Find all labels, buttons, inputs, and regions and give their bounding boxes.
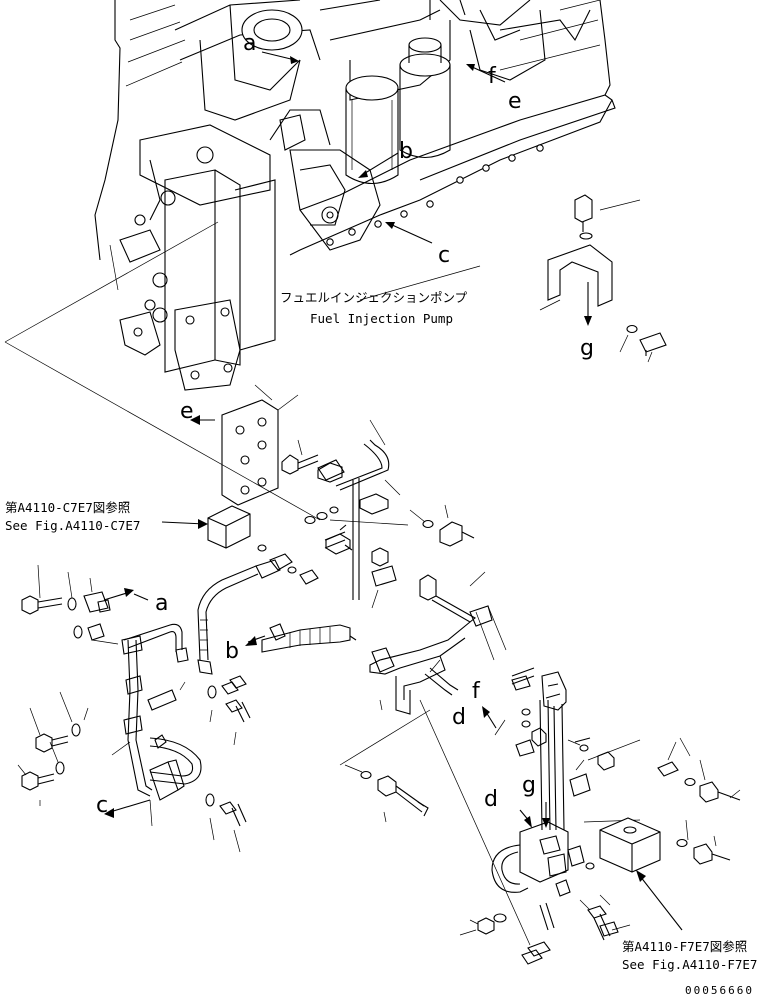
reference-block-upper: [161, 505, 251, 549]
callout-g-low: g: [522, 773, 536, 798]
title-jp: フュエルインジェクションポンプ: [280, 290, 468, 305]
callout-g-top: g: [580, 336, 594, 361]
ref-lower-en: See Fig.A4110-F7E7: [622, 957, 757, 972]
callout-d-mid: d: [452, 705, 466, 730]
callout-a-top: a: [243, 31, 256, 56]
right-clips: [511, 667, 741, 865]
d-bracket-assembly: d: [369, 571, 507, 730]
center-fasteners: [257, 439, 475, 609]
callout-c-top: c: [438, 243, 450, 268]
valve-assembly: f d g: [459, 671, 631, 965]
callout-f-mid: f: [472, 679, 481, 704]
title-en: Fuel Injection Pump: [310, 311, 453, 326]
ref-upper-en: See Fig.A4110-C7E7: [5, 518, 140, 533]
fuel-filter-1: [345, 75, 399, 185]
callout-c-mid: c: [96, 793, 108, 818]
callout-b-top: b: [399, 139, 413, 164]
left-tube-assembly: [91, 623, 202, 801]
fuel-tube-long: [317, 419, 390, 600]
callout-e-mid: e: [180, 399, 194, 424]
callout-b-mid: b: [225, 639, 239, 664]
ref-upper-jp: 第A4110-C7E7図参照: [5, 500, 130, 515]
front-bracket: [109, 124, 276, 391]
callout-f-top: f: [488, 64, 497, 89]
drawing-number: 00056660: [685, 984, 754, 997]
callout-a-mid: a: [155, 591, 168, 616]
bracket-assembly-g: g: [539, 194, 667, 363]
rail-bolts: [326, 144, 544, 246]
reference-block-lower: [599, 817, 683, 931]
fuel-filter-2: [399, 37, 451, 159]
top-callouts: a b c e f: [243, 31, 522, 268]
injection-pump: [269, 109, 381, 251]
construction-lines: [4, 221, 531, 946]
callout-d-low: d: [484, 787, 498, 812]
lower-bolt: [344, 764, 429, 823]
engine-block: [94, 0, 616, 391]
callout-e-top: e: [508, 89, 522, 114]
mounting-plate: e: [180, 384, 299, 506]
hose-a-b: b: [197, 559, 357, 675]
ref-lower-jp: 第A4110-F7E7図参照: [622, 939, 747, 954]
left-fasteners: a c: [17, 564, 251, 853]
